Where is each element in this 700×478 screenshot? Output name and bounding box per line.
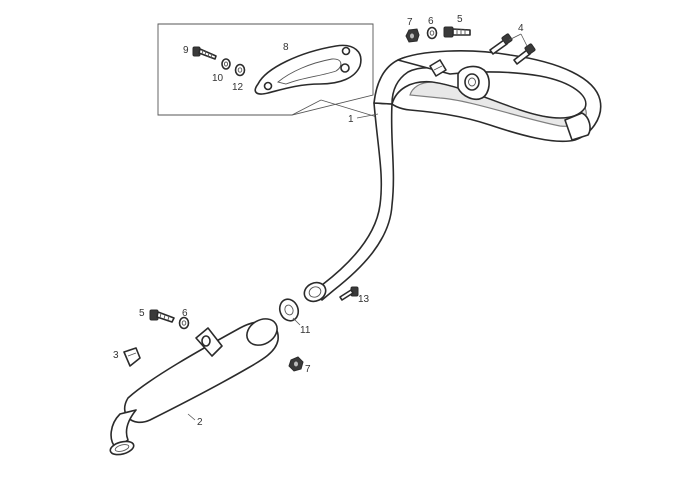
callout-3: 3 [113,350,119,361]
bolts-part-4 [489,33,536,65]
bracket-inset-box [157,23,378,118]
bolt-part-9 [192,46,217,60]
header-pipe-part-1 [303,50,602,303]
callout-8: 8 [283,42,289,53]
gasket-part-11 [278,298,301,326]
washer-part-12 [234,63,246,77]
washer-part-10 [221,58,231,70]
callout-7-bottom: 7 [305,364,311,375]
callout-7-top: 7 [407,17,413,28]
washer-part-6-top [426,26,438,40]
washer-part-6-left [178,316,190,330]
callout-10: 10 [212,73,224,84]
callout-11: 11 [300,325,311,336]
nut-part-7-top [405,28,420,43]
callout-4: 4 [518,23,524,34]
callout-1: 1 [348,114,354,125]
callout-6-top: 6 [428,16,434,27]
callout-13: 13 [358,294,370,305]
bolt-part-5-left [149,309,175,323]
callout-9: 9 [183,45,189,56]
callout-5-left: 5 [139,308,145,319]
bracket-plate-part-8 [254,44,362,95]
muffler-part-2 [109,318,279,456]
cap-part-3 [123,347,141,367]
callout-6-left: 6 [182,308,188,319]
bolt-part-5-top [443,26,471,38]
callout-5-top: 5 [457,14,463,25]
nut-part-7-bottom [288,356,304,372]
bolt-part-13 [339,286,359,301]
callout-12: 12 [232,82,244,93]
callout-2: 2 [197,417,203,428]
